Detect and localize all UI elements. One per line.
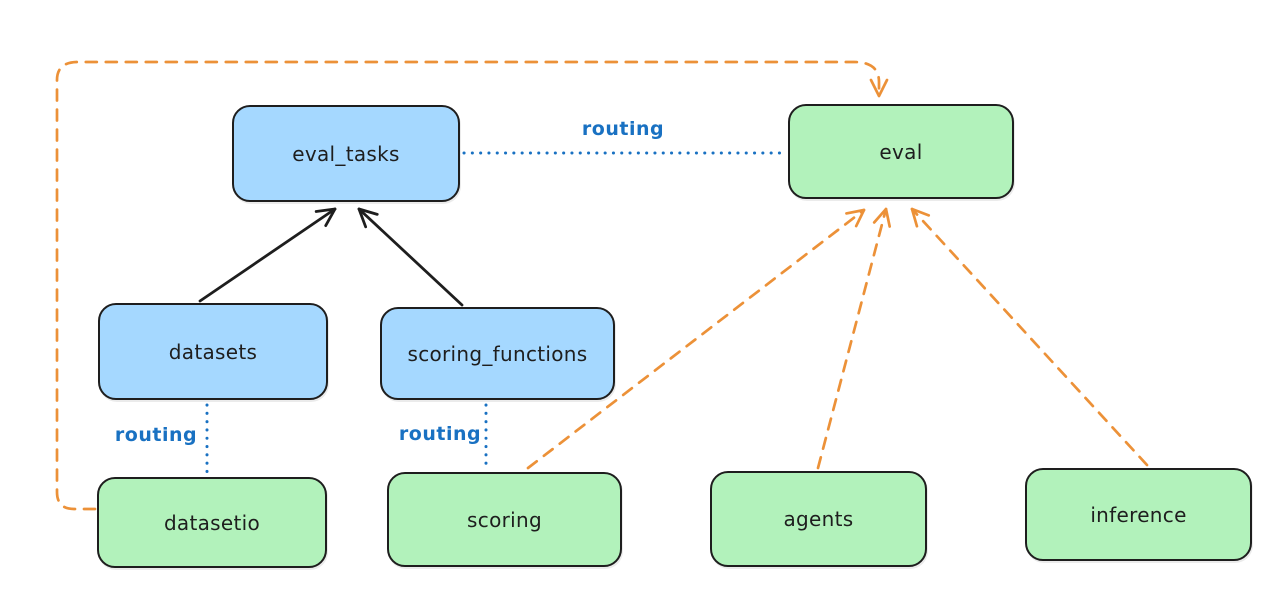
- node-datasetio-label: datasetio: [163, 510, 261, 535]
- edge-label-routing-scoring-functions-to-scoring: routing: [398, 423, 482, 445]
- edge-label-routing-eval-tasks-to-eval: routing: [581, 118, 665, 140]
- node-scoring-label: scoring: [467, 507, 542, 532]
- edge-scoring-functions-to-eval-tasks: [357, 207, 464, 307]
- edge-label-routing-datasets-to-datasetio: routing: [114, 424, 198, 446]
- edge-scoring-to-eval: [526, 208, 866, 470]
- node-scoring: scoring: [387, 472, 622, 567]
- node-datasets-label: datasets: [168, 339, 258, 364]
- node-eval-tasks-label: eval_tasks: [292, 141, 400, 166]
- node-eval-tasks: eval_tasks: [232, 105, 460, 202]
- edge-inference-to-eval: [910, 207, 1149, 467]
- node-scoring-functions-label: scoring_functions: [407, 341, 588, 366]
- node-inference: inference: [1025, 468, 1252, 561]
- node-agents-label: agents: [783, 507, 854, 531]
- edge-agents-to-eval: [816, 207, 892, 470]
- node-agents: agents: [710, 471, 927, 567]
- node-inference-label: inference: [1090, 502, 1187, 527]
- node-eval: eval: [788, 104, 1014, 199]
- node-eval-label: eval: [879, 139, 923, 164]
- node-datasets: datasets: [98, 303, 328, 400]
- node-scoring-functions: scoring_functions: [380, 307, 615, 400]
- edge-datasets-to-eval-tasks: [198, 207, 337, 303]
- node-datasetio: datasetio: [97, 477, 327, 568]
- edge-datasetio-to-eval: [55, 60, 889, 511]
